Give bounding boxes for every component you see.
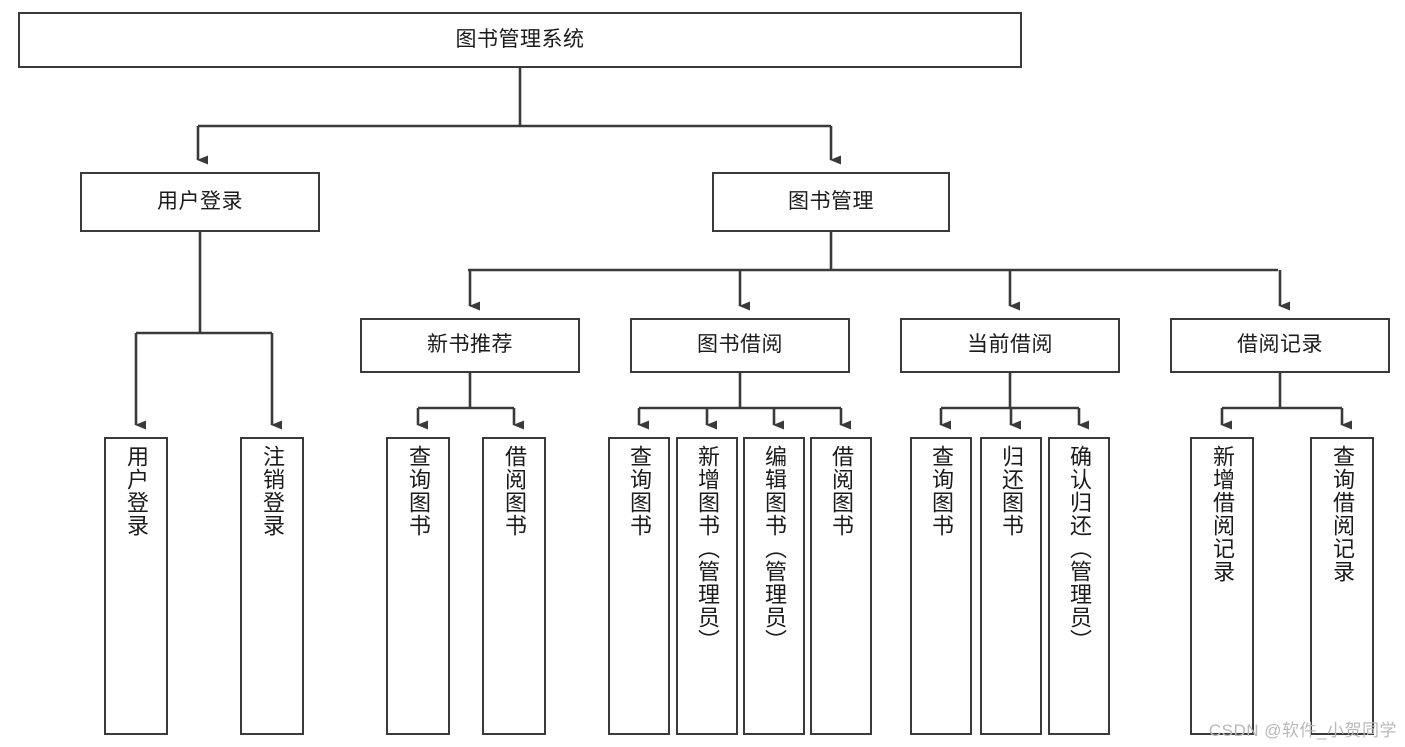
node-leaf-edit-book[interactable]: 编辑图书（管理员） xyxy=(743,437,805,735)
node-label: 图书借阅 xyxy=(697,333,783,357)
node-leaf-borrow-book-1[interactable]: 借阅图书 xyxy=(482,437,546,735)
node-leaf-query-book-1[interactable]: 查询图书 xyxy=(386,437,450,735)
node-leaf-user-login[interactable]: 用户登录 xyxy=(104,437,168,735)
node-label: 新书推荐 xyxy=(427,333,513,357)
node-label: 归还图书 xyxy=(999,445,1024,537)
node-label: 用户登录 xyxy=(157,189,243,213)
node-label: 查询图书 xyxy=(627,445,652,537)
node-leaf-add-book[interactable]: 新增图书（管理员） xyxy=(676,437,738,735)
node-leaf-return-book[interactable]: 归还图书 xyxy=(980,437,1042,735)
node-leaf-logout[interactable]: 注销登录 xyxy=(240,437,304,735)
node-borrow-record[interactable]: 借阅记录 xyxy=(1170,318,1390,373)
node-label: 查询借阅记录 xyxy=(1330,445,1355,583)
node-label: 图书管理系统 xyxy=(455,27,585,51)
node-label: 查询图书 xyxy=(929,445,954,537)
node-leaf-query-book-3[interactable]: 查询图书 xyxy=(910,437,972,735)
node-label: 确认归还（管理员） xyxy=(1067,445,1092,652)
node-new-book-rec[interactable]: 新书推荐 xyxy=(360,318,580,373)
node-book-borrow[interactable]: 图书借阅 xyxy=(630,318,850,373)
node-user-login[interactable]: 用户登录 xyxy=(80,172,320,232)
node-label: 查询图书 xyxy=(406,445,431,537)
node-leaf-query-record[interactable]: 查询借阅记录 xyxy=(1310,437,1374,735)
node-current-borrow[interactable]: 当前借阅 xyxy=(900,318,1120,373)
node-label: 借阅图书 xyxy=(502,445,527,537)
node-label: 注销登录 xyxy=(260,445,285,537)
node-leaf-borrow-book-2[interactable]: 借阅图书 xyxy=(810,437,872,735)
node-leaf-query-book-2[interactable]: 查询图书 xyxy=(608,437,670,735)
node-root[interactable]: 图书管理系统 xyxy=(18,12,1022,68)
node-label: 借阅图书 xyxy=(829,445,854,537)
node-leaf-add-record[interactable]: 新增借阅记录 xyxy=(1190,437,1254,735)
node-label: 新增借阅记录 xyxy=(1210,445,1235,583)
node-label: 新增图书（管理员） xyxy=(695,445,720,652)
node-label: 图书管理 xyxy=(788,189,874,213)
node-label: 编辑图书（管理员） xyxy=(762,445,787,652)
node-leaf-confirm-return[interactable]: 确认归还（管理员） xyxy=(1048,437,1110,735)
node-label: 用户登录 xyxy=(124,445,149,537)
node-label: 借阅记录 xyxy=(1237,333,1323,357)
node-label: 当前借阅 xyxy=(967,333,1053,357)
node-book-manage[interactable]: 图书管理 xyxy=(712,172,950,232)
